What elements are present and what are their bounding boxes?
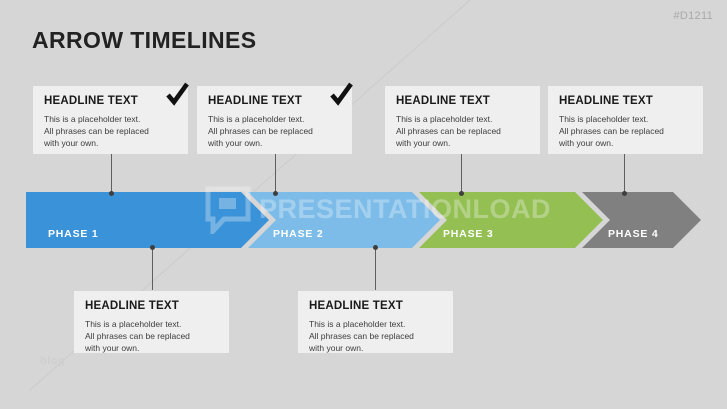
connector-line-top-1 [111,154,112,194]
connector-dot-top-2 [273,191,278,196]
top-callout-3[interactable]: HEADLINE TEXT This is a placeholder text… [385,86,540,154]
arrow-band-svg [26,192,701,248]
callout-body: This is a placeholder text. All phrases … [44,113,149,148]
callout-body: This is a placeholder text. All phrases … [309,318,414,353]
arrow-label-phase-3: PHASE 3 [443,228,494,240]
callout-body: This is a placeholder text. All phrases … [85,318,190,353]
arrow-phase-4[interactable] [582,192,701,248]
top-callout-4[interactable]: HEADLINE TEXT This is placeholder text. … [548,86,703,154]
callout-headline: HEADLINE TEXT [85,300,179,312]
callout-headline: HEADLINE TEXT [396,95,490,107]
connector-line-top-4 [624,154,625,194]
top-callout-1[interactable]: HEADLINE TEXT This is a placeholder text… [33,82,189,154]
connector-line-top-3 [461,154,462,194]
bottom-callout-1[interactable]: HEADLINE TEXT This is a placeholder text… [74,291,229,353]
connector-dot-bottom-1 [150,245,155,250]
top-callout-2[interactable]: HEADLINE TEXT This is a placeholder text… [197,82,353,154]
connector-line-bottom-1 [152,248,153,290]
corner-watermark: blog [40,355,66,367]
connector-dot-bottom-2 [373,245,378,250]
arrow-label-phase-1: PHASE 1 [48,228,99,240]
callout-headline: HEADLINE TEXT [309,300,403,312]
arrow-timeline-band: PHASE 1 PHASE 2 PHASE 3 PHASE 4 [26,192,701,248]
arrow-label-phase-4: PHASE 4 [608,228,659,240]
connector-dot-top-1 [109,191,114,196]
callout-headline: HEADLINE TEXT [559,95,653,107]
connector-line-top-2 [275,154,276,194]
callout-headline: HEADLINE TEXT [208,95,302,107]
arrow-label-phase-2: PHASE 2 [273,228,324,240]
bottom-callout-2[interactable]: HEADLINE TEXT This is a placeholder text… [298,291,453,353]
callout-headline: HEADLINE TEXT [44,95,138,107]
connector-line-bottom-2 [375,248,376,290]
connector-dot-top-3 [459,191,464,196]
connector-dot-top-4 [622,191,627,196]
page-title: ARROW TIMELINES [32,27,257,53]
callout-body: This is a placeholder text. All phrases … [208,113,313,148]
callout-body: This is placeholder text. All phrases ca… [559,113,664,148]
check-icon [166,82,189,106]
slide-id: #D1211 [673,10,713,22]
callout-body: This is a placeholder text. All phrases … [396,113,501,148]
check-icon [330,82,353,106]
